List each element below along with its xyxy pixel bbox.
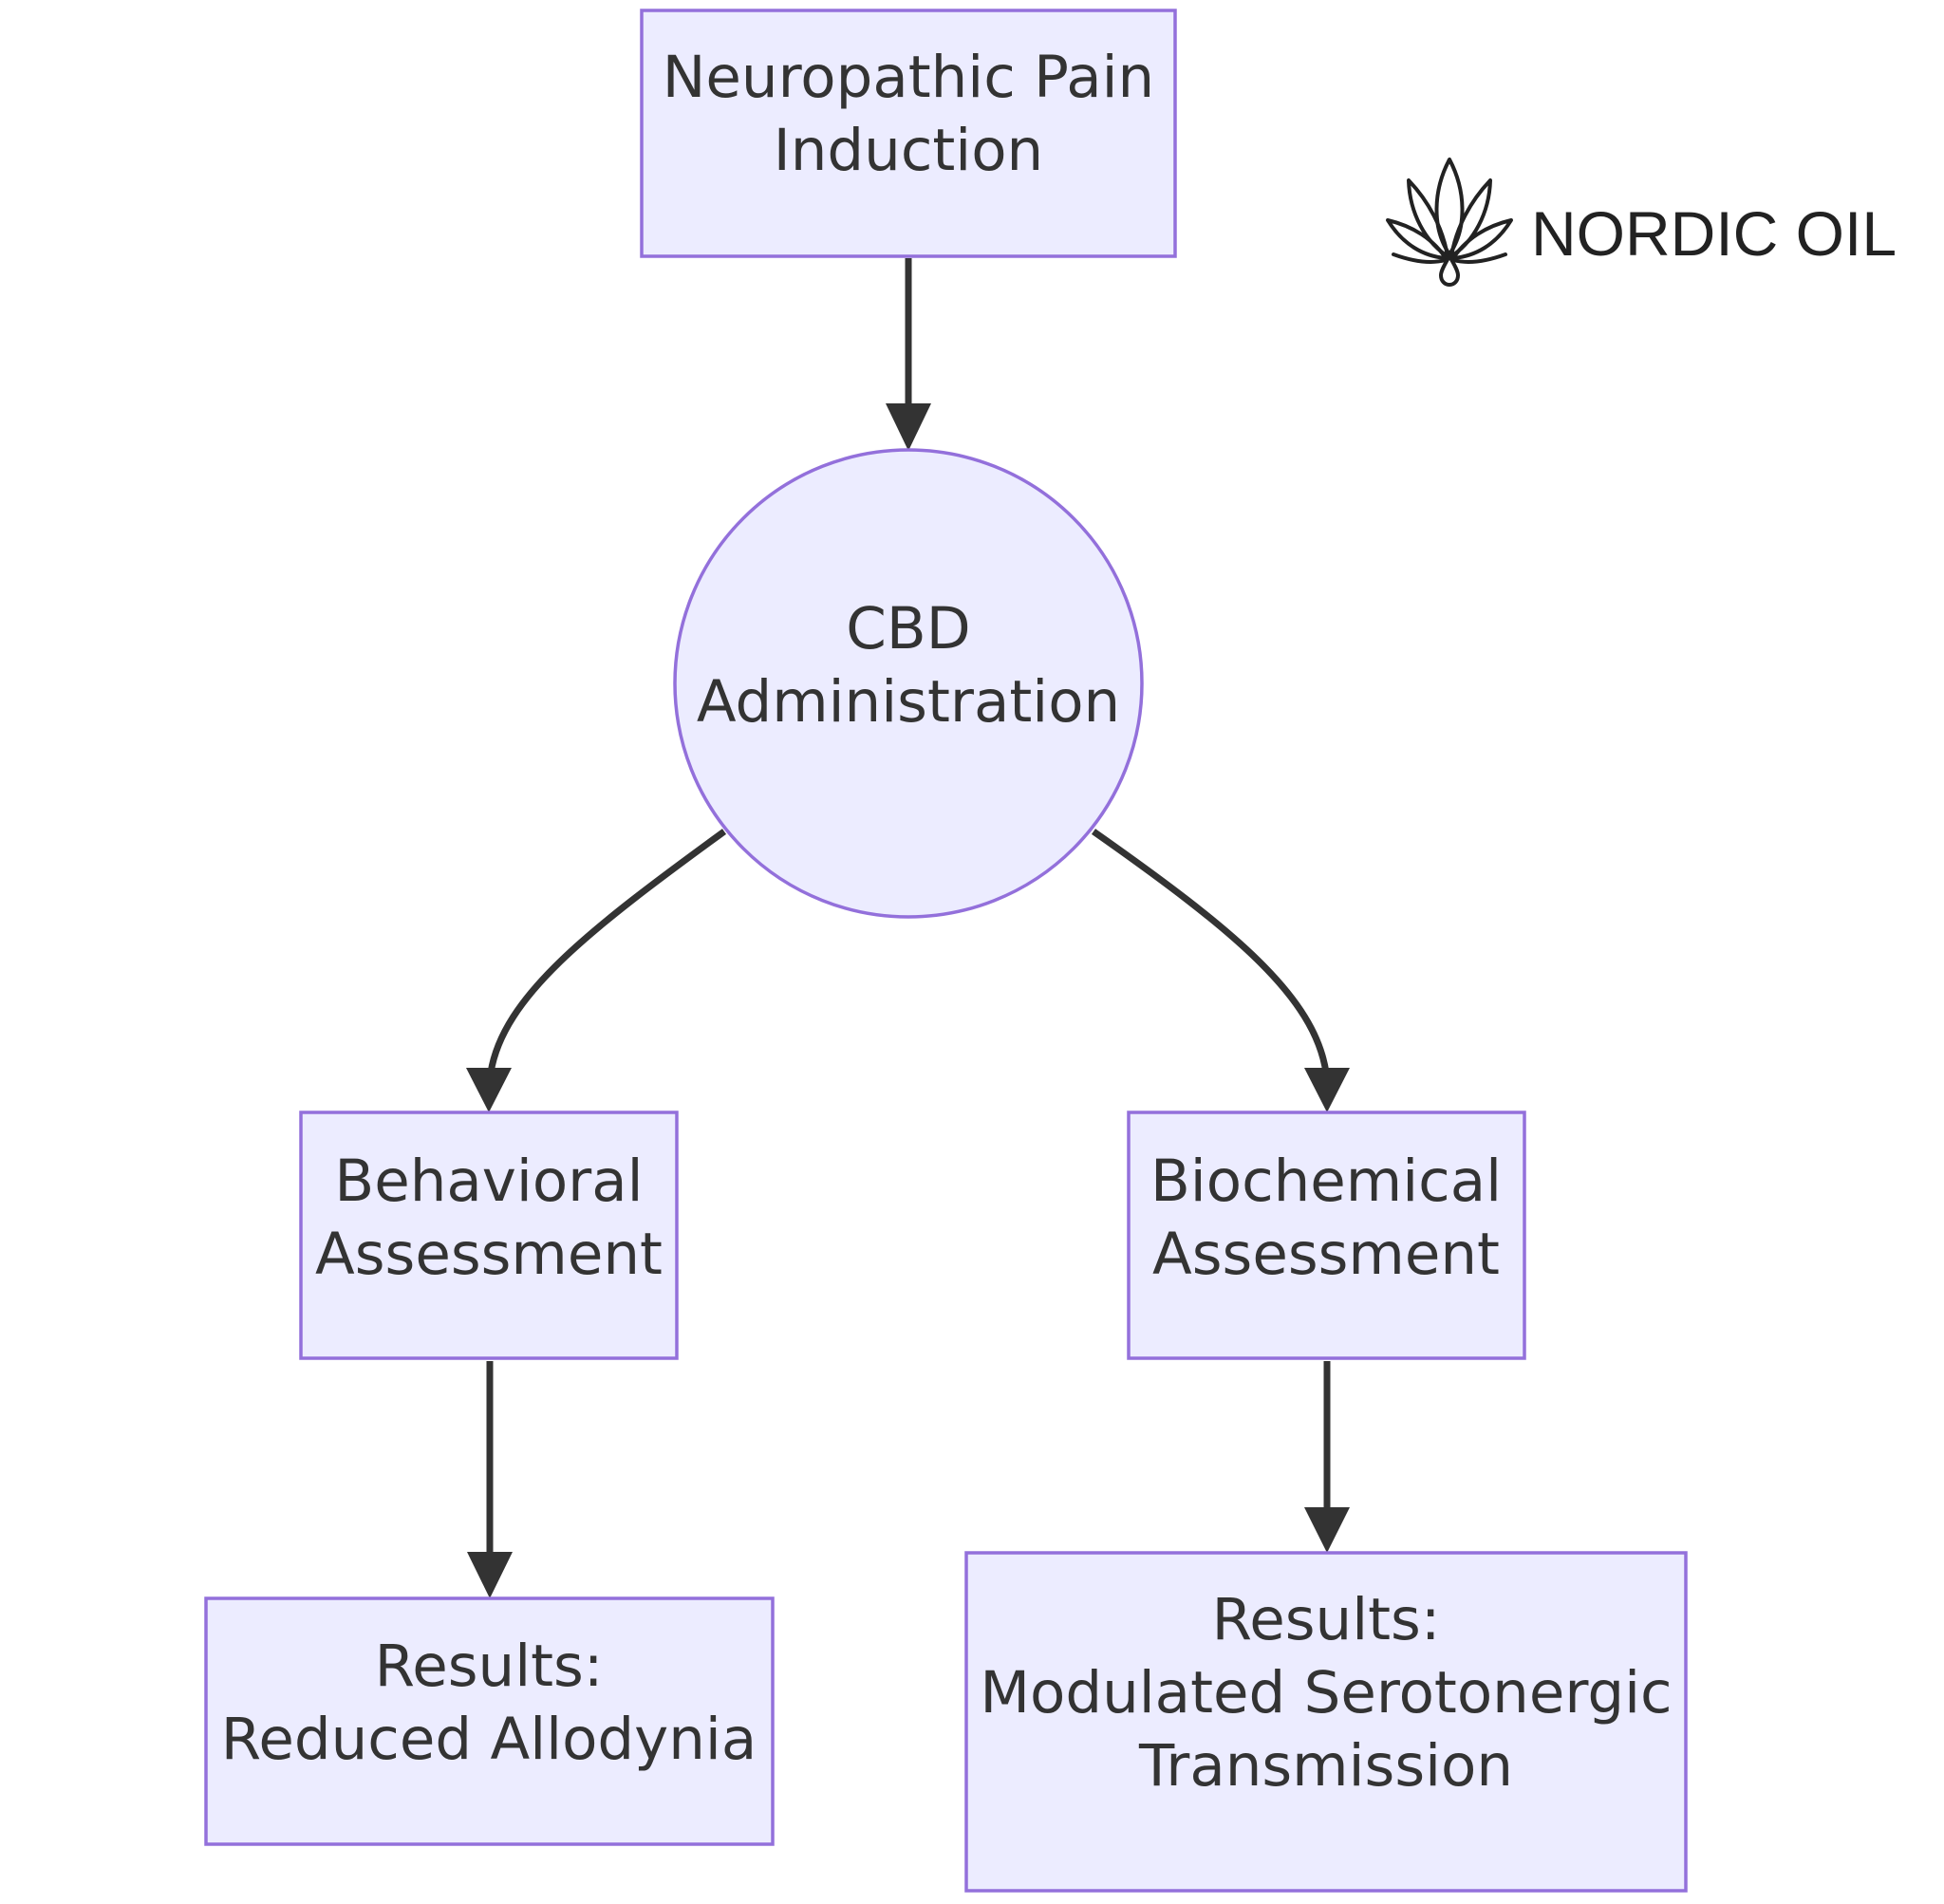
arrowhead-biochemical — [1304, 1068, 1350, 1112]
node-cbd-line-2: Administration — [697, 668, 1120, 736]
node-induction-line-2: Induction — [774, 117, 1043, 184]
logo-wordmark: NORDIC OIL — [1531, 198, 1897, 269]
node-result-allodynia-line-2: Reduced Allodynia — [221, 1706, 757, 1773]
node-induction: Neuropathic Pain Induction — [640, 9, 1177, 258]
arrowhead-results-serotonergic — [1304, 1507, 1350, 1553]
node-cbd-line-1: CBD — [846, 595, 970, 663]
cannabis-leaf-drop-icon — [1386, 158, 1513, 287]
node-result-allodynia: Results: Reduced Allodynia — [204, 1596, 775, 1846]
node-result-serotonergic-line-3: Transmission — [1138, 1732, 1513, 1800]
arrowhead-cbd — [886, 403, 931, 451]
node-induction-line-1: Neuropathic Pain — [663, 44, 1154, 111]
node-result-serotonergic-line-1: Results: — [1212, 1586, 1441, 1653]
node-cbd: CBD Administration — [673, 448, 1144, 919]
node-biochemical: Biochemical Assessment — [1127, 1111, 1526, 1360]
node-result-serotonergic: Results: Modulated Serotonergic Transmis… — [964, 1551, 1688, 1893]
node-biochemical-line-1: Biochemical — [1150, 1148, 1502, 1215]
nordic-oil-logo: NORDIC OIL — [1386, 158, 1897, 287]
node-result-serotonergic-line-2: Modulated Serotonergic — [980, 1659, 1672, 1727]
node-behavioral-line-1: Behavioral — [334, 1148, 643, 1215]
node-biochemical-line-2: Assessment — [1152, 1221, 1500, 1288]
edges — [466, 258, 1350, 1598]
node-behavioral: Behavioral Assessment — [299, 1111, 679, 1360]
edge-cbd-to-behavioral — [487, 829, 727, 1073]
edge-cbd-to-biochemical — [1091, 829, 1330, 1073]
arrowhead-behavioral — [466, 1068, 512, 1112]
node-behavioral-line-2: Assessment — [315, 1221, 663, 1288]
arrowhead-results-allodynia — [467, 1552, 513, 1598]
node-result-allodynia-line-1: Results: — [375, 1633, 604, 1700]
